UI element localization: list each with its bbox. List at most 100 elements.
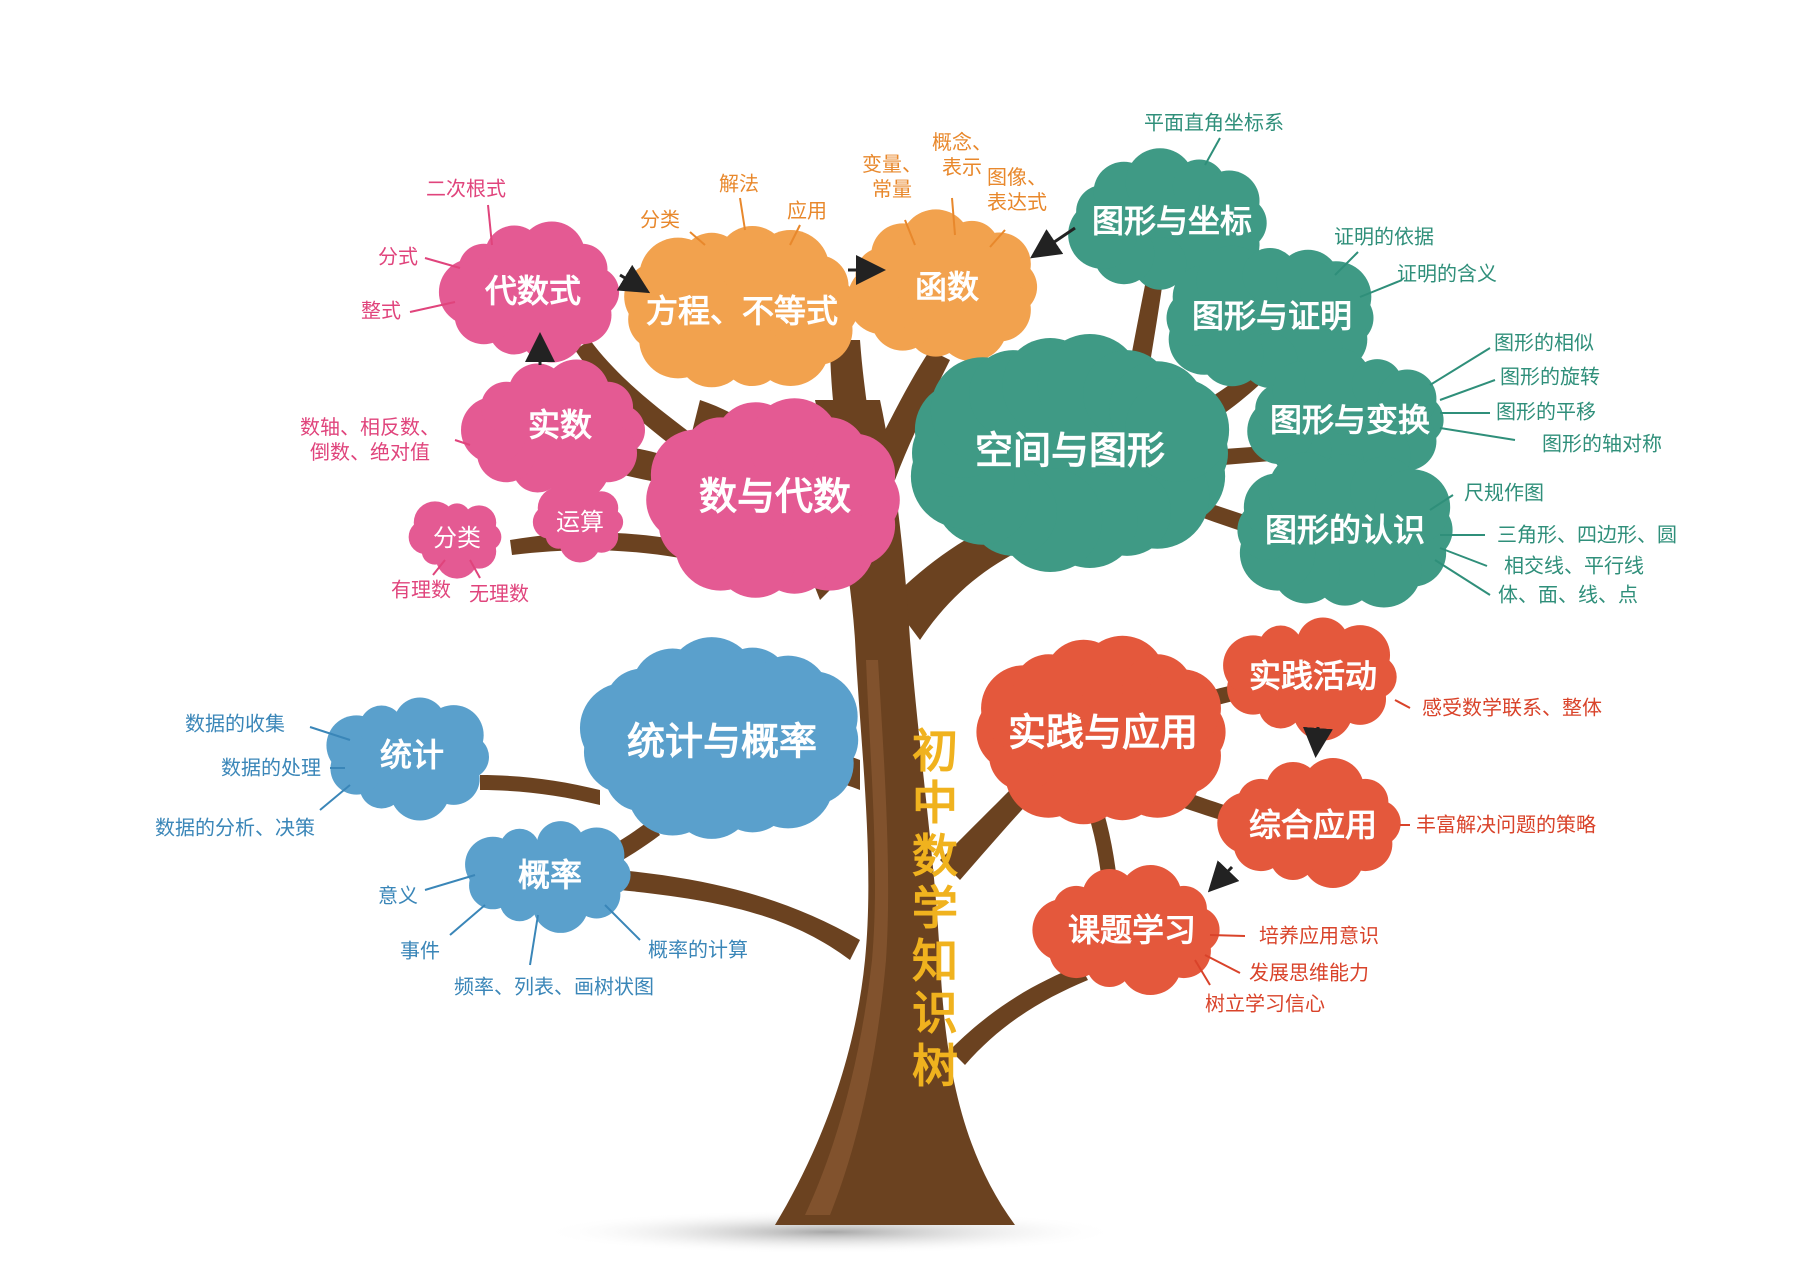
conn-pb-3 bbox=[604, 904, 641, 941]
conn-coord bbox=[1204, 137, 1221, 166]
conn-pj-0 bbox=[1209, 934, 1246, 937]
cloud-comprehensive bbox=[1217, 757, 1401, 889]
conn-st-0 bbox=[309, 726, 351, 741]
conn-pj-2 bbox=[1194, 959, 1211, 986]
conn-act bbox=[1394, 699, 1411, 709]
leaf-project-0: 培养应用意识 bbox=[1259, 923, 1379, 948]
node-geometry: 空间与图形 bbox=[974, 428, 1166, 473]
leaf-project-2: 树立学习信心 bbox=[1205, 991, 1325, 1016]
arrow-coord-to-function bbox=[1030, 226, 1076, 259]
conn-pb-0 bbox=[424, 874, 476, 891]
leaf-recognize-3: 体、面、线、点 bbox=[1498, 582, 1638, 607]
branch-expr bbox=[575, 340, 700, 460]
cloud-geometry bbox=[910, 334, 1230, 572]
branch-low-right bbox=[950, 965, 1088, 1065]
leaf-coord: 平面直角坐标系 bbox=[1144, 110, 1284, 135]
leaf-transform-2: 图形的平移 bbox=[1496, 399, 1596, 424]
leaf-function-2: 图像、 表达式 bbox=[987, 165, 1047, 214]
cloud-recognize bbox=[1237, 452, 1453, 608]
conn-pj-1 bbox=[1204, 954, 1241, 974]
leaf-prob-1: 事件 bbox=[400, 938, 440, 963]
cloud-classify bbox=[408, 501, 502, 579]
leaf-expr-2: 整式 bbox=[361, 298, 401, 323]
cloud-real bbox=[461, 359, 645, 501]
conn-rational bbox=[432, 559, 446, 576]
leaf-stat-0: 数据的收集 bbox=[185, 711, 285, 736]
leaf-prob-3: 概率的计算 bbox=[648, 937, 748, 962]
leaf-prob-0: 意义 bbox=[378, 883, 418, 908]
arrow-comprehensive-to-project bbox=[1207, 860, 1240, 893]
arrow-activity-to-comprehensive bbox=[1302, 726, 1333, 758]
node-comprehensive: 综合应用 bbox=[1248, 806, 1378, 844]
node-stat: 统计 bbox=[379, 736, 445, 774]
leaf-prob-2: 频率、列表、画树状图 bbox=[454, 974, 654, 999]
leaf-real: 数轴、相反数、 倒数、绝对值 bbox=[300, 415, 440, 464]
conn-fn-0 bbox=[904, 219, 916, 246]
leaf-irrational: 无理数 bbox=[469, 581, 529, 606]
conn-proof-1 bbox=[1359, 279, 1403, 298]
node-classify: 分类 bbox=[433, 524, 481, 552]
cloud-operation bbox=[532, 487, 624, 563]
cloud-practice bbox=[976, 635, 1226, 825]
leaf-stat-1: 数据的处理 bbox=[221, 755, 321, 780]
tree-title: 初中数学知识树 bbox=[912, 724, 958, 1093]
conn-tr-3 bbox=[1439, 427, 1516, 441]
conn-pb-1 bbox=[449, 904, 486, 936]
conn-st-2 bbox=[319, 784, 351, 811]
conn-rc-3 bbox=[1434, 559, 1491, 596]
leaf-activity: 感受数学联系、整体 bbox=[1422, 695, 1602, 720]
leaf-transform-1: 图形的旋转 bbox=[1500, 364, 1600, 389]
leaf-equation-1: 解法 bbox=[719, 171, 759, 196]
node-coord: 图形与坐标 bbox=[1091, 202, 1253, 240]
leaf-expr-0: 二次根式 bbox=[426, 176, 506, 201]
leaf-proof-0: 证明的依据 bbox=[1334, 224, 1434, 249]
node-statistics: 统计与概率 bbox=[626, 719, 818, 764]
clouds bbox=[326, 148, 1453, 996]
conn-irrational bbox=[469, 559, 481, 579]
leaf-equation-2: 应用 bbox=[787, 198, 827, 223]
cloud-algebra bbox=[646, 398, 900, 598]
node-recognize: 图形的认识 bbox=[1264, 511, 1426, 549]
conn-rc-0 bbox=[1429, 494, 1454, 511]
cloud-stat bbox=[326, 697, 489, 821]
leaf-comprehensive: 丰富解决问题的策略 bbox=[1416, 812, 1596, 837]
arrow-expr-to-equation bbox=[616, 264, 651, 294]
leaf-expr-1: 分式 bbox=[378, 244, 418, 269]
node-transform: 图形与变换 bbox=[1269, 401, 1431, 439]
branch-stat-left bbox=[480, 775, 600, 805]
leaf-project-1: 发展思维能力 bbox=[1249, 960, 1369, 985]
conn-tr-1 bbox=[1439, 379, 1496, 401]
conn-fn-1 bbox=[951, 197, 956, 236]
leaf-equation-0: 分类 bbox=[640, 207, 680, 232]
cloud-equation bbox=[624, 225, 859, 388]
node-algebra: 数与代数 bbox=[698, 474, 852, 519]
conn-proof-0 bbox=[1334, 251, 1359, 276]
node-operation: 运算 bbox=[556, 508, 604, 536]
conn-fn-2 bbox=[989, 229, 1006, 248]
node-activity: 实践活动 bbox=[1248, 657, 1378, 695]
branch-function bbox=[870, 350, 950, 480]
cloud-coord bbox=[1068, 148, 1267, 295]
leaf-rational: 有理数 bbox=[391, 577, 451, 602]
trunk bbox=[775, 400, 1015, 1225]
node-function: 函数 bbox=[914, 268, 980, 306]
conn-expr-2 bbox=[409, 301, 456, 313]
node-prob: 概率 bbox=[517, 856, 583, 894]
leaf-connectors bbox=[309, 137, 1516, 986]
leaf-recognize-0: 尺规作图 bbox=[1464, 480, 1544, 505]
cloud-transform bbox=[1247, 347, 1444, 489]
conn-eq-0 bbox=[689, 231, 706, 246]
leaf-stat-2: 数据的分析、决策 bbox=[155, 815, 315, 840]
trunk-highlight bbox=[805, 660, 889, 1215]
leaf-transform-0: 图形的相似 bbox=[1494, 330, 1594, 355]
leaf-recognize-1: 三角形、四边形、圆 bbox=[1497, 522, 1677, 547]
leaf-function-0: 变量、 常量 bbox=[862, 152, 922, 201]
leaf-recognize-2: 相交线、平行线 bbox=[1504, 553, 1644, 578]
conn-expr-0 bbox=[487, 204, 493, 246]
conn-tr-0 bbox=[1429, 347, 1491, 386]
cloud-prob bbox=[465, 821, 631, 933]
node-practice: 实践与应用 bbox=[1007, 710, 1199, 755]
conn-pb-2 bbox=[529, 914, 539, 966]
node-proof: 图形与证明 bbox=[1191, 297, 1353, 335]
